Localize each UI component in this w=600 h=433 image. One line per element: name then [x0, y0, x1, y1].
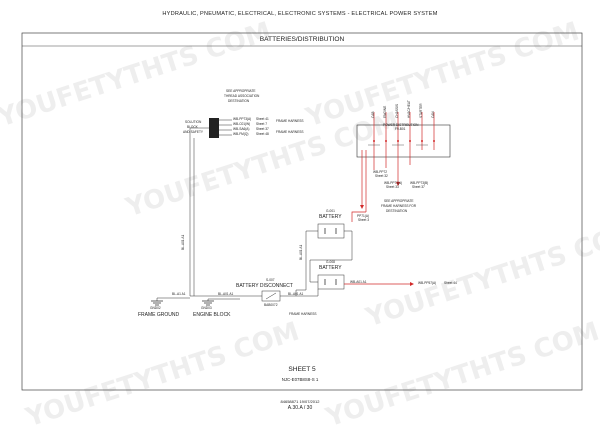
harness-label: FRAME HARNESS — [276, 130, 304, 134]
schematic-page: YOUFETYTHTS COM YOUFETYTHTS COM YOUFETYT… — [0, 11, 600, 433]
footer-doc: 84658871 19/07/2012 — [280, 399, 320, 404]
battery-1-id: G-001 — [326, 209, 335, 213]
pd-column-label: CAB — [371, 111, 375, 118]
connection-dest: Sheet 7 — [256, 122, 267, 126]
ground-label: ENGINE BLOCK — [193, 312, 231, 318]
wire-label: BL-A01 A1 — [299, 244, 303, 260]
schematic-drawing — [21, 32, 583, 391]
connection-wire: WB-SA6(A) — [233, 127, 250, 131]
connection-wire: WB-PP73(A) — [233, 117, 252, 121]
power-distribution-title: POWER DISTRIBUTION — [383, 123, 419, 127]
pd-column-label: ENGINE — [383, 105, 387, 118]
pd-link-wire: PP71(A) — [357, 214, 370, 218]
battery-2-body — [317, 274, 345, 290]
pd-note-line: DESTINATION — [386, 209, 408, 213]
footer-code: NJC-E07B8S8-S 1 — [281, 377, 319, 382]
sheet-label: SHEET 5 — [288, 366, 316, 373]
pd-column-label: STARTER — [419, 103, 423, 118]
pd-output-wire: WB-PP73(A) — [384, 181, 403, 185]
power-distribution-box — [356, 124, 451, 158]
page-title: BATTERIES/DISTRIBUTION — [259, 36, 345, 43]
pd-link-dest: Sheet 3 — [358, 218, 369, 222]
pd-column-label: HVAC/HEAT — [407, 100, 411, 118]
ground-label: FRAME GROUND — [138, 312, 180, 318]
disconnect-label: BATTERY DISCONNECT — [236, 283, 293, 289]
engine-ground-symbol — [202, 300, 214, 306]
ground-id: GND03 — [201, 306, 212, 310]
ext-dest: Sheet 44 — [444, 281, 457, 285]
pd-note-line: SEE APPROPRIATE — [384, 199, 414, 203]
ext-wire: WB-PP57(A) — [418, 281, 437, 285]
battery-1-label: BATTERY — [319, 214, 342, 220]
battery-2-id: G-008 — [326, 260, 335, 264]
drawing-frame — [21, 32, 583, 391]
solution-note-line: DESTINATION — [228, 99, 250, 103]
pd-output-dest: Sheet 33 — [386, 185, 399, 189]
solution-block-label: AND SAFETY — [183, 130, 204, 134]
solution-note-line: SEE APPROPRIATE — [226, 89, 256, 93]
connection-wire: WB-FM(Q) — [233, 132, 249, 136]
pd-note-line: FRAME HARNESS FOR — [381, 204, 417, 208]
connection-dest: Sheet 37 — [256, 127, 269, 131]
pd-output-dest: Sheet 32 — [375, 174, 388, 178]
battery-2-label: BATTERY — [319, 265, 342, 271]
connection-dest: Sheet 41 — [256, 117, 269, 121]
solution-block-label: BLOCK — [187, 125, 198, 129]
wire-label: WB-A01 A1 — [350, 280, 367, 284]
wire-label: BL-A1 A1 — [172, 292, 186, 296]
connection-dest: Sheet 48 — [256, 132, 269, 136]
pd-output-dest: Sheet 37 — [412, 185, 425, 189]
disconnect-id: S-007 — [266, 278, 275, 282]
pd-column-label: CHASSIS — [395, 104, 399, 118]
document-header: HYDRAULIC, PNEUMATIC, ELECTRICAL, ELECTR… — [162, 11, 438, 17]
connection-wire: WB-C01(W) — [233, 122, 251, 126]
solution-block-label: SOLUTION — [185, 120, 202, 124]
solution-block-connector — [209, 118, 219, 138]
frame-ground-symbol — [151, 300, 163, 306]
frame-harness-label: FRAME HARNESS — [289, 312, 317, 316]
ground-id: GND02 — [150, 306, 161, 310]
pd-output-wire: WB-PP72 — [373, 170, 387, 174]
wire-label: BL-A01 A1 — [288, 292, 304, 296]
solution-note-line: THREAD ASSOCIATION — [224, 94, 260, 98]
wire-label: BL-A01 A1 — [181, 234, 185, 250]
harness-label: FRAME HARNESS — [276, 119, 304, 123]
disconnect-sub: BAB0072 — [264, 303, 278, 307]
power-distribution-sub: F9-B01 — [395, 127, 406, 131]
pd-output-wire: WB-PP73(B) — [410, 181, 429, 185]
pd-column-label: CAN — [431, 111, 435, 118]
wire-label: BL-A01 A1 — [218, 292, 234, 296]
footer-page: A.30.A / 30 — [287, 405, 313, 411]
battery-1-body — [317, 223, 345, 239]
